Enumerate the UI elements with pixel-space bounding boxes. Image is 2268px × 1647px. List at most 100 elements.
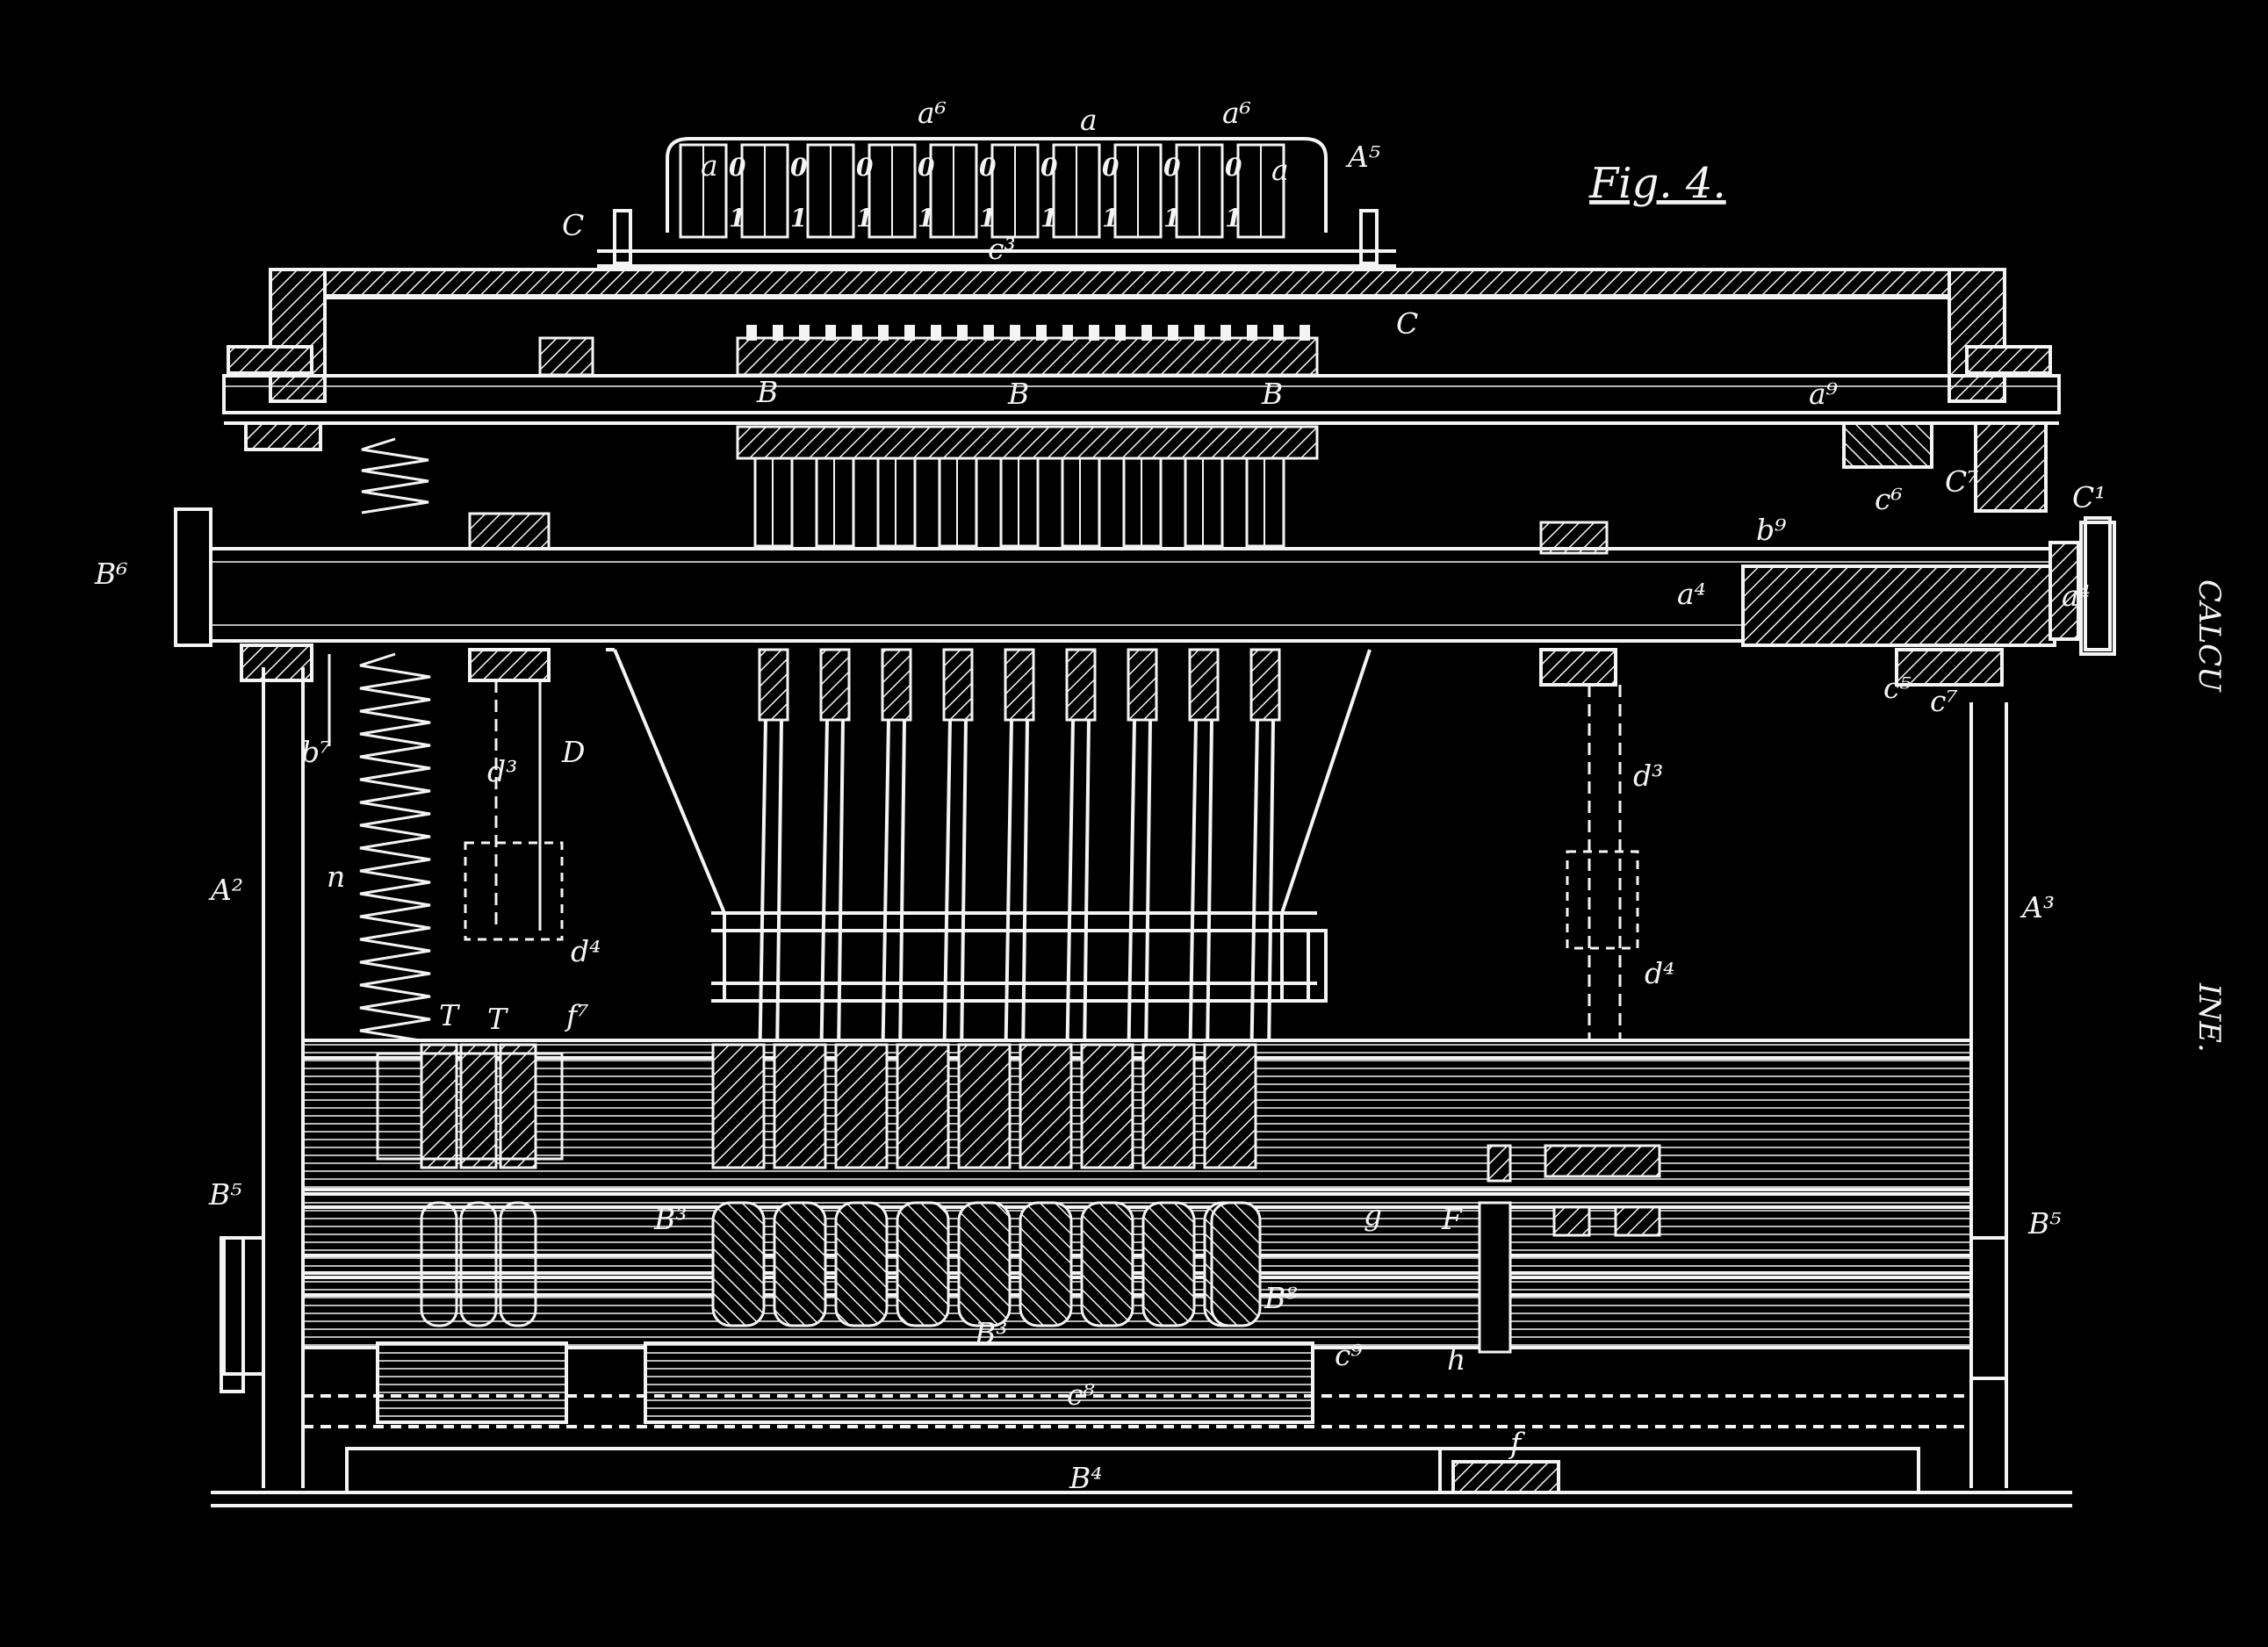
wheel-digit-top: 0 [729,153,746,182]
wheel-digit-bottom: 1 [1163,204,1180,233]
label-F: F [1441,1202,1463,1236]
wheel-digit-bottom: 1 [1102,204,1119,233]
upper-column-cap [1065,648,1097,722]
label-a6-right: a⁶ [1222,96,1251,130]
wheel-digit-bottom: 1 [729,204,745,233]
lower-gear-top [1203,1043,1257,1169]
upper-column-cap [819,648,851,722]
rack-tooth [1194,325,1205,341]
label-c3: c³ [988,232,1016,266]
label-B3-left: B³ [653,1202,687,1236]
label-f7: f⁷ [564,998,588,1032]
label-D: D [561,735,585,769]
upper-spring [361,437,429,514]
wheel-digit-top: 0 [790,153,808,182]
label-a-top: a [1080,103,1098,137]
rack-tooth [799,325,810,341]
base [211,1447,2072,1507]
lower-gear-top [711,1043,766,1169]
label-a4-mid: a⁴ [1677,577,1706,611]
margin-text-1: CALCU [2192,579,2227,693]
lower-shafts [222,1039,2008,1380]
label-C-mid: C [1396,306,1418,341]
rack-tooth [931,325,941,341]
label-A5: A⁵ [1345,140,1380,174]
label-b7: b⁷ [301,735,331,769]
lower-spring [359,652,431,1044]
label-c5: c⁵ [1883,671,1912,705]
wheel-digit-top: 0 [1102,153,1120,182]
wheel-digit-bottom: 1 [1225,204,1242,233]
wheel-digit-bottom: 1 [918,204,934,233]
margin-text-2: INE. [2192,982,2227,1053]
label-B-3: B [1261,377,1283,411]
rack-tooth [825,325,836,341]
lower-gears [711,1043,1262,1327]
rack-tooth [983,325,994,341]
label-c6: c⁶ [1875,482,1903,516]
side-knobs [220,516,2112,1393]
upper-rack-teeth [746,325,1310,341]
rack-tooth [1168,325,1178,341]
wheel-digit-bottom: 1 [979,204,996,233]
rack-tooth [878,325,889,341]
rack-tooth [746,325,757,341]
label-T-2: T [487,1002,509,1036]
lower-gear-bottom [896,1201,950,1327]
label-B5-left: B⁵ [208,1177,241,1212]
wheel-digit-top: 0 [1163,153,1181,182]
lower-gear-top [896,1043,950,1169]
counter-housing [376,1052,564,1161]
label-d3-right: d³ [1633,759,1663,793]
label-C-top-left: C [562,208,584,242]
bottom-drums [303,1341,1971,1428]
label-B-1: B [756,375,778,409]
lower-gear-bottom [834,1201,889,1327]
wheel-digit-top: 0 [1040,153,1058,182]
lower-gear-top [834,1043,889,1169]
lower-gear-top [773,1043,827,1169]
carriage-rails [711,911,1328,1003]
rack-tooth [1089,325,1099,341]
main-shaft [174,507,2116,687]
lower-gear-bottom [711,1201,766,1327]
lower-gear-bottom [1141,1201,1196,1327]
label-a-right: a [1271,153,1289,187]
rack-tooth [1115,325,1126,341]
counter-wheel [459,1043,498,1169]
label-g: g [1364,1197,1382,1232]
label-c7: c⁷ [1930,684,1958,718]
lower-gear-top [1019,1043,1073,1169]
wheel-digit-top: 0 [918,153,935,182]
label-d4-right: d⁴ [1645,956,1674,990]
label-h: h [1447,1342,1465,1377]
label-A3: A³ [2020,890,2055,924]
wheel-digit-bottom: 1 [856,204,873,233]
label-B6: B⁶ [94,557,127,591]
label-a4-right: a⁴ [2062,579,2091,613]
wheel-digit-bottom: 1 [790,204,807,233]
upper-column-cap [1127,648,1158,722]
label-n: n [327,859,345,894]
lower-gear-bottom [957,1201,1012,1327]
upper-column-cap [881,648,912,722]
rack-tooth [773,325,783,341]
label-b9: b⁹ [1756,513,1787,547]
upper-column-cap [942,648,974,722]
counter-wheel-lower [459,1201,498,1327]
label-d3-left: d³ [487,754,517,788]
lower-gear-end [1210,1201,1262,1327]
label-T-1: T [439,998,461,1032]
upper-column-cap [758,648,789,722]
right-blocks [1478,1144,1661,1354]
counter-wheel-lower [499,1201,537,1327]
rack-tooth [1036,325,1047,341]
rack-tooth [1062,325,1073,341]
rack-tooth [1010,325,1020,341]
label-c8: c⁸ [1067,1377,1095,1412]
rack-tooth [904,325,915,341]
label-B4: B⁴ [1069,1461,1102,1495]
wheel-digit-bottom: 1 [1040,204,1057,233]
wheel-digit-top: 0 [856,153,874,182]
